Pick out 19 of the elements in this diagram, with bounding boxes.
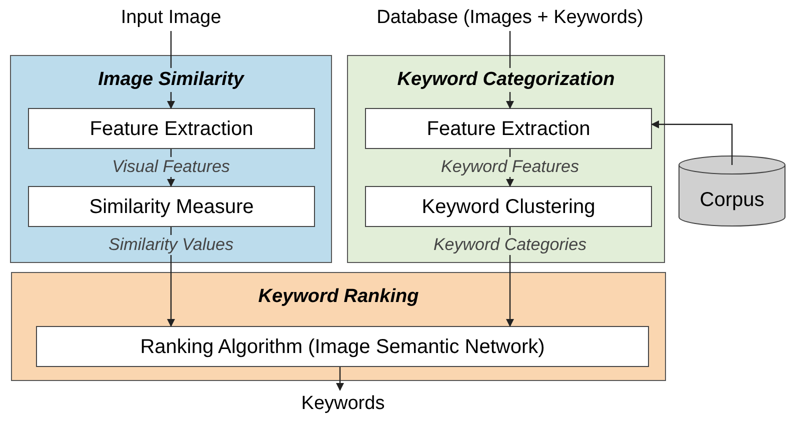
- edge-label: Keyword Features: [439, 157, 581, 177]
- group-panel: [347, 55, 665, 263]
- process-box: Similarity Measure: [28, 186, 315, 227]
- process-box: Keyword Clustering: [365, 186, 652, 227]
- edge-label: Keyword Categories: [431, 235, 589, 255]
- edge-label: Similarity Values: [106, 235, 236, 255]
- process-box: Ranking Algorithm (Image Semantic Network): [36, 326, 649, 367]
- arrow: [651, 120, 733, 165]
- io-label: Database (Images + Keywords): [345, 5, 675, 31]
- io-label: Input Image: [91, 5, 251, 31]
- io-label: Keywords: [288, 390, 398, 418]
- group-panel: [10, 55, 332, 263]
- arrow: [167, 31, 175, 109]
- group-panel: [11, 272, 666, 381]
- arrow: [506, 31, 514, 109]
- arrow: [336, 367, 344, 391]
- process-box: Feature Extraction: [28, 108, 315, 149]
- database-cylinder: Corpus: [678, 155, 786, 227]
- process-box: Feature Extraction: [365, 108, 652, 149]
